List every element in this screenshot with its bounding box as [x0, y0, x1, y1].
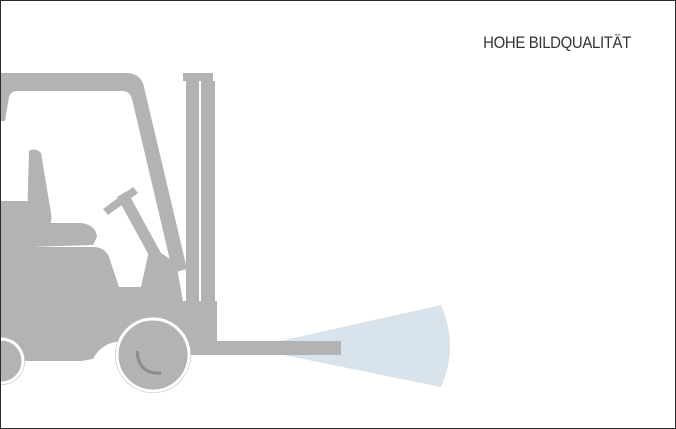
mast-top: [183, 73, 213, 81]
caption-high-image-quality: HOHE BILDQUALITÄT: [483, 33, 631, 53]
forklift-body: [1, 73, 341, 393]
mast-outer: [186, 75, 199, 305]
front-wheel: [115, 317, 191, 393]
seat-cushion: [31, 223, 97, 247]
fork-tine: [191, 341, 341, 355]
mast-inner: [201, 81, 215, 307]
